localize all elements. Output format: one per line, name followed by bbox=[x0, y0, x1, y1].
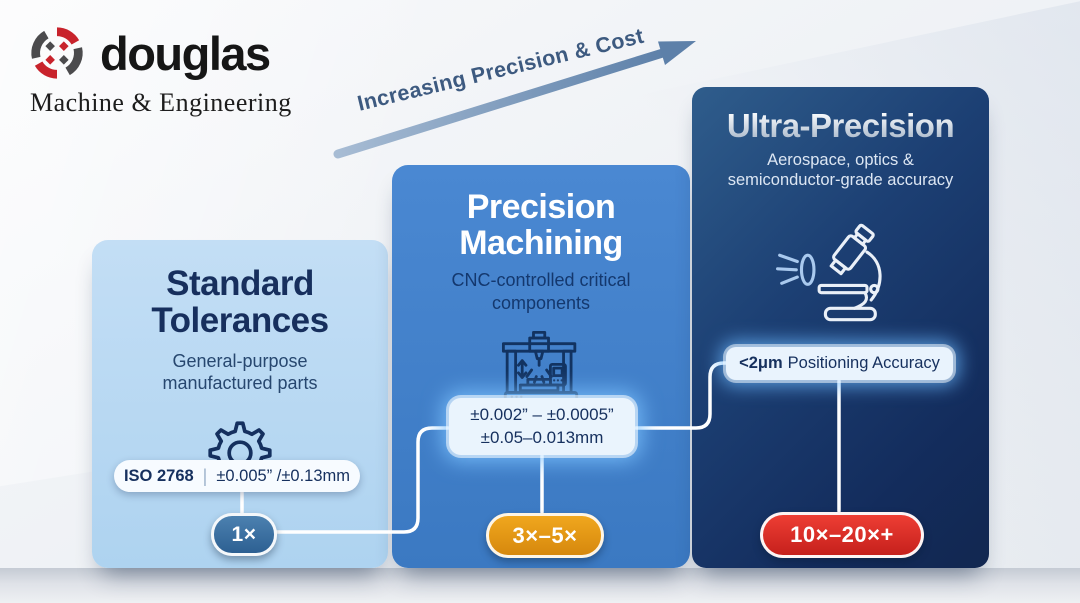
tier-subtitle: General-purpose manufactured parts bbox=[162, 350, 318, 394]
tier2-spec-line2: ±0.05–0.013mm bbox=[480, 427, 604, 447]
tier2-cost-multiplier-badge: 3×–5× bbox=[486, 513, 604, 558]
tier-subtitle: CNC-controlled critical components bbox=[451, 270, 631, 313]
tier-title: Ultra-Precision bbox=[692, 108, 989, 144]
spec-divider: | bbox=[202, 465, 208, 486]
tier-card-ultra-precision: Ultra-Precision Aerospace, optics & semi… bbox=[692, 87, 989, 568]
tier3-spec-label: Positioning Accuracy bbox=[787, 354, 940, 372]
floor-strip bbox=[0, 568, 1080, 603]
tier-title: Standard Tolerances bbox=[151, 264, 329, 340]
brand-tagline: Machine & Engineering bbox=[30, 88, 292, 117]
tier2-tolerance-badge: ±0.002” – ±0.0005” ±0.05–0.013mm bbox=[449, 398, 635, 455]
brand-logo: douglas Machine & Engineering bbox=[28, 24, 292, 118]
microscope-icon bbox=[775, 223, 882, 322]
tier1-tolerance-badge: ISO 2768 | ±0.005” /±0.13mm bbox=[114, 460, 360, 492]
douglas-logo-icon bbox=[31, 27, 83, 79]
tier3-cost-multiplier-badge: 10×–20×+ bbox=[760, 512, 924, 558]
tier3-spec-value: <2μm bbox=[739, 354, 783, 372]
tier1-cost-multiplier-badge: 1× bbox=[211, 513, 277, 556]
tier-title: Precision Machining bbox=[459, 188, 623, 262]
brand-name: douglas bbox=[100, 26, 271, 80]
tier2-spec-line1: ±0.002” – ±0.0005” bbox=[470, 404, 614, 424]
tier-card-precision-machining: Precision Machining CNC-controlled criti… bbox=[392, 165, 690, 568]
tier1-spec-value: ±0.005” /±0.13mm bbox=[216, 466, 351, 485]
tier3-accuracy-badge: <2μm Positioning Accuracy bbox=[726, 347, 953, 380]
tier1-spec-standard: ISO 2768 bbox=[123, 466, 194, 485]
tier-subtitle: Aerospace, optics & semiconductor-grade … bbox=[727, 150, 954, 190]
trend-arrow-icon bbox=[333, 41, 696, 159]
